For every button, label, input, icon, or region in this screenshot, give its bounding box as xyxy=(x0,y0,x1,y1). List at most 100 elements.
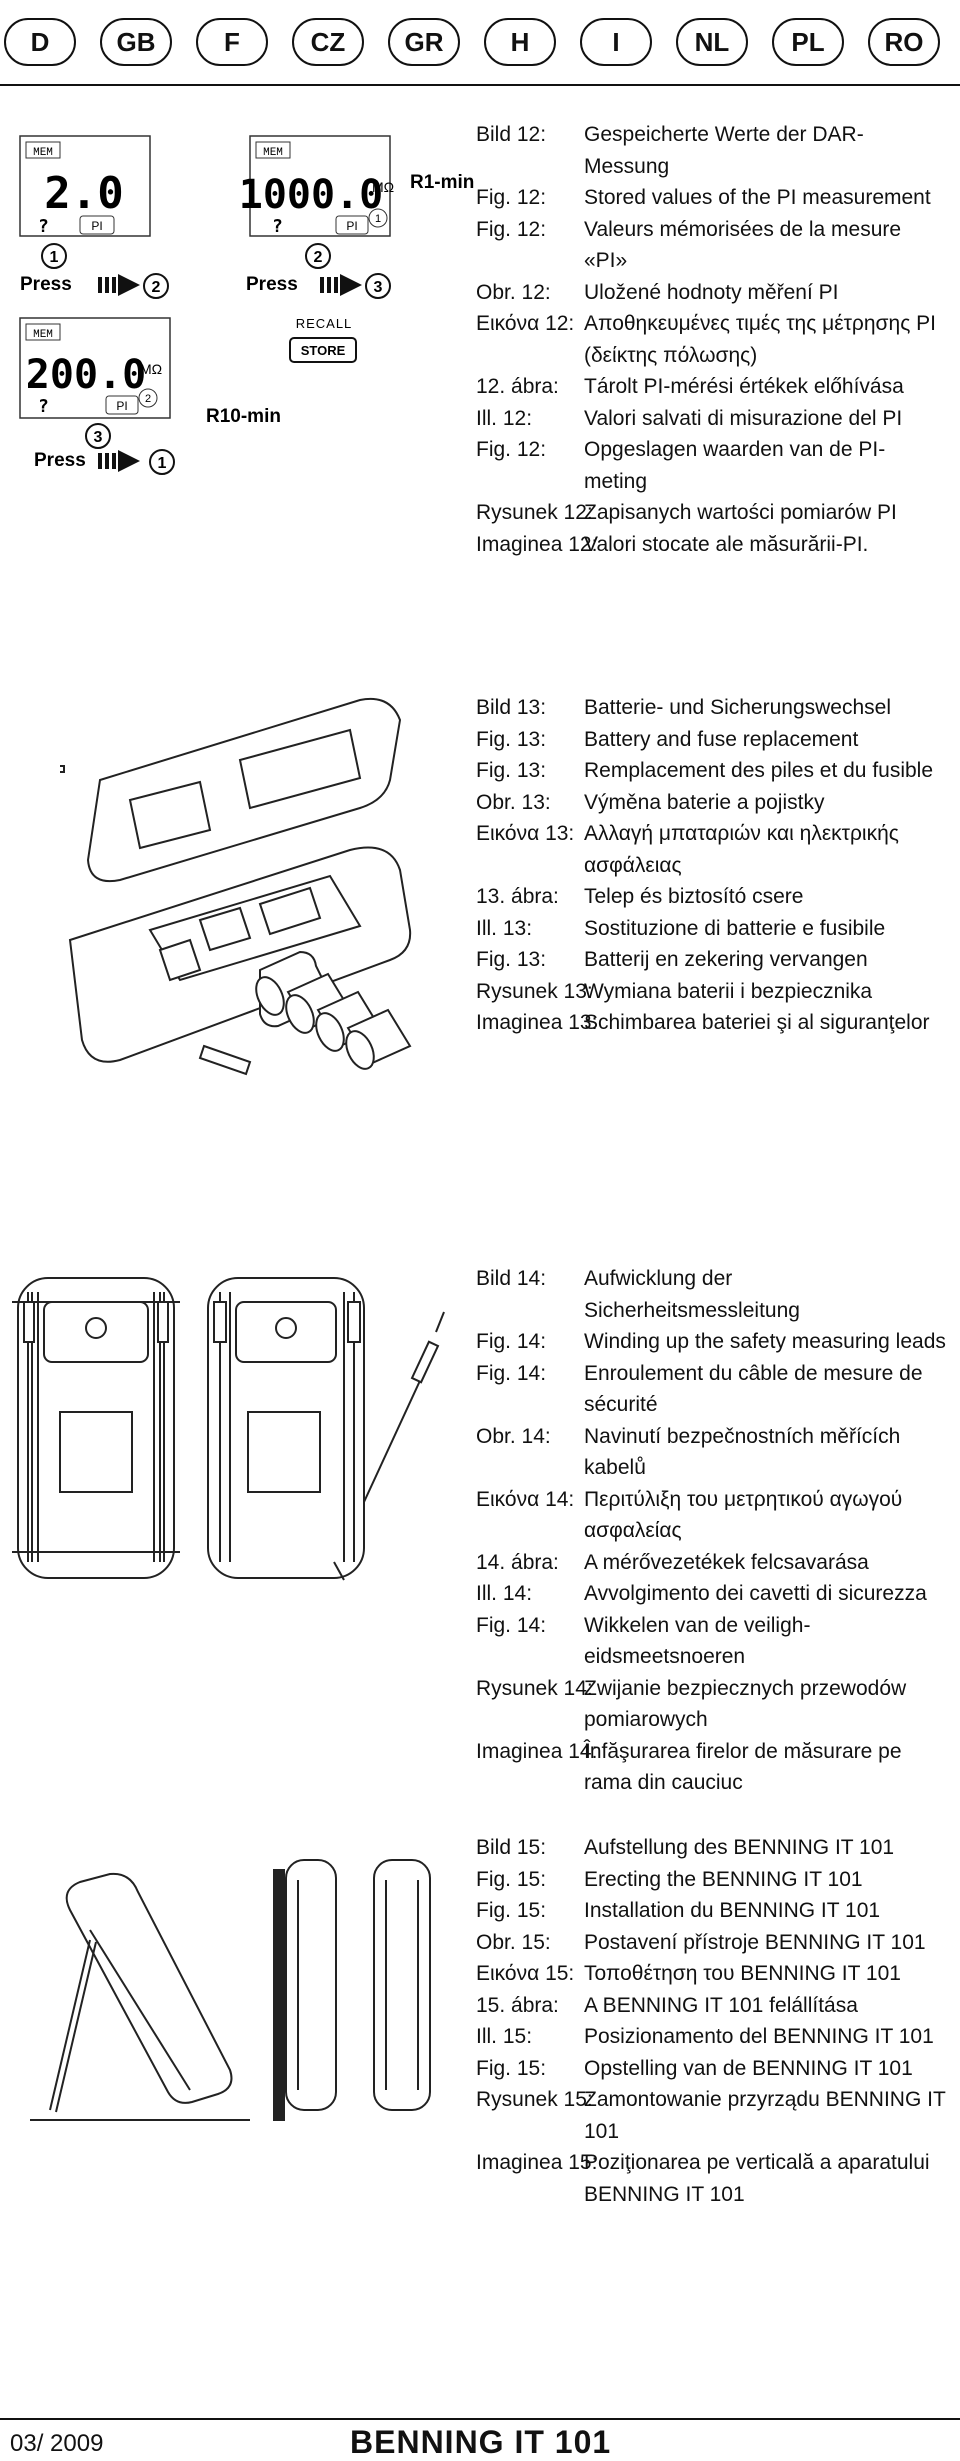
lcd-screen-2 xyxy=(249,135,391,237)
svg-text:?: ? xyxy=(38,216,49,237)
caption-row: Imaginea 15:Poziţionarea pe verticală a … xyxy=(476,2151,930,2206)
mem-label-3: MEM xyxy=(33,329,53,341)
lcd-value-3: 200.0 xyxy=(26,352,146,398)
press-arrow-1 xyxy=(98,274,140,296)
step-number-2b: 2 xyxy=(314,249,323,266)
tab-f[interactable]: F xyxy=(196,18,268,66)
step-number-3b: 3 xyxy=(94,429,103,446)
caption-row: Εικόνα 13:Αλλαγή μπαταριών και ηλεκτρική… xyxy=(476,822,899,877)
footer-rule xyxy=(0,2418,960,2420)
caption-row: Obr. 13:Výměna baterie a pojistky xyxy=(476,790,825,814)
mem-label-1: MEM xyxy=(33,147,53,159)
caption-row: Fig. 14:Winding up the safety measuring … xyxy=(476,1330,946,1353)
figure-15-illustration xyxy=(30,1859,431,2121)
pi-label-3: PI xyxy=(116,399,127,413)
fuse xyxy=(198,1044,252,1076)
svg-text:1: 1 xyxy=(375,213,381,225)
screw xyxy=(60,765,65,773)
header-rule xyxy=(0,84,960,86)
caption-row: Rysunek 13:Wymiana baterii i bezpiecznik… xyxy=(476,979,873,1003)
caption-row: Bild 12:Gespeicherte Werte der DAR-Messu… xyxy=(476,123,864,178)
caption-row: Fig. 12:Valeurs mémorisées de la mesure … xyxy=(476,217,902,273)
caption-row: Εικόνα 14:Περιτύλιξη του μετρητικού αγωγ… xyxy=(476,1487,903,1543)
caption-row: Rysunek 14:Zwijanie bezpiecznych przewod… xyxy=(476,1676,907,1732)
caption-row: Bild 14:Aufwicklung der Sicherheitsmessl… xyxy=(476,1267,800,1322)
caption-row: 12. ábra:Tárolt PI-mérési értékek előhív… xyxy=(476,375,904,398)
tab-d[interactable]: D xyxy=(4,18,76,66)
figure-13-caption: Bild 13:Batterie- und Sicherungswechsel … xyxy=(476,692,946,1039)
tab-i[interactable]: I xyxy=(580,18,652,66)
caption-row: Fig. 13:Batterij en zekering vervangen xyxy=(476,948,868,971)
meter-upright-with-rod xyxy=(273,1859,337,2121)
caption-row: Fig. 15:Erecting the BENNING IT 101 xyxy=(476,1867,863,1891)
caption-row: Imaginea 14:Înfăşurarea firelor de măsur… xyxy=(476,1739,902,1795)
caption-row: 14. ábra:A mérővezetékek felcsavarása xyxy=(476,1550,869,1574)
caption-row: Fig. 15:Installation du BENNING IT 101 xyxy=(476,1899,881,1922)
press-label-1: Press xyxy=(20,274,72,295)
lcd-screen-3 xyxy=(19,317,171,419)
caption-row: Rysunek 15:Zamontowanie przyrządu BENNIN… xyxy=(476,2088,946,2143)
pi-label-1: PI xyxy=(91,219,102,233)
figure-12-illustration: MEM 2.0 ? PI MEM 1000.0 MΩ ? PI 1 R1-min… xyxy=(19,135,474,475)
caption-row: Ill. 15:Posizionamento del BENNING IT 10… xyxy=(476,2025,934,2048)
meter-with-wound-leads xyxy=(12,1277,180,1579)
caption-row: Fig. 12:Opgeslagen waarden van de PI-met… xyxy=(476,438,886,493)
tab-cz[interactable]: CZ xyxy=(292,18,364,66)
meter-on-stand xyxy=(30,1872,250,2121)
press-arrow-3 xyxy=(98,450,140,472)
step-number-3a: 3 xyxy=(374,279,383,296)
lcd-value-2: 1000.0 xyxy=(239,172,384,218)
mem-box xyxy=(25,141,61,159)
caption-row: Bild 13:Batterie- und Sicherungswechsel xyxy=(476,696,892,719)
caption-row: Ill. 12:Valori salvati di misurazione de… xyxy=(476,406,903,430)
caption-row: Obr. 14:Navinutí bezpečnostních měřících… xyxy=(476,1424,901,1480)
caption-row: Εικόνα 15:Τοποθέτηση του BENNING IT 101 xyxy=(476,1962,901,1985)
press-arrow-2 xyxy=(320,274,362,296)
caption-row: Εικόνα 12:Αποθηκευμένες τιμές της μέτρησ… xyxy=(476,312,936,367)
caption-row: Imaginea 12:Valori stocate ale măsurării… xyxy=(476,532,869,556)
caption-row: Fig. 13:Battery and fuse replacement xyxy=(476,727,859,751)
step-number-2a: 2 xyxy=(152,279,161,296)
tab-h[interactable]: H xyxy=(484,18,556,66)
svg-text:?: ? xyxy=(38,396,49,417)
footer-date: 03/ 2009 xyxy=(10,2430,104,2457)
caption-row: Fig. 13:Remplacement des piles et du fus… xyxy=(476,759,934,782)
meter-with-probe xyxy=(207,1277,445,1581)
caption-row: Fig. 12:Stored values of the PI measurem… xyxy=(476,186,931,209)
tab-pl[interactable]: PL xyxy=(772,18,844,66)
caption-row: 15. ábra:A BENNING IT 101 felállítása xyxy=(476,1993,858,2017)
caption-row: 13. ábra:Telep és biztosító csere xyxy=(476,885,804,908)
caption-row: Imaginea 13:Schimbarea bateriei şi al si… xyxy=(476,1011,930,1034)
r10-min-label: R10-min xyxy=(206,406,281,427)
tab-ro[interactable]: RO xyxy=(868,18,940,66)
caption-row: Fig. 15:Opstelling van de BENNING IT 101 xyxy=(476,2056,913,2080)
store-button xyxy=(289,337,357,363)
caption-row: Rysunek 12:Zapisanych wartości pomiarów … xyxy=(476,501,897,524)
mem-label-2: MEM xyxy=(263,147,283,159)
press-label-3: Press xyxy=(34,450,86,471)
lcd-value-1: 2.0 xyxy=(44,168,123,219)
caption-row: Bild 15:Aufstellung des BENNING IT 101 xyxy=(476,1836,895,1859)
caption-row: Obr. 12:Uložené hodnoty měření PI xyxy=(476,280,839,304)
meter-upright xyxy=(373,1859,431,2111)
figure-15-caption: Bild 15:Aufstellung des BENNING IT 101 F… xyxy=(476,1832,946,2210)
tab-gr[interactable]: GR xyxy=(388,18,460,66)
lcd-screen-1 xyxy=(19,135,151,237)
footer-product: BENNING IT 101 xyxy=(350,2424,612,2460)
tab-gb[interactable]: GB xyxy=(100,18,172,66)
svg-text:2: 2 xyxy=(145,393,151,405)
press-label-2: Press xyxy=(246,274,298,295)
step-number-1b: 1 xyxy=(158,455,167,472)
caption-row: Ill. 14:Avvolgimento dei cavetti di sicu… xyxy=(476,1582,927,1605)
step-number-1: 1 xyxy=(50,249,59,266)
caption-row: Obr. 15:Postavení přístroje BENNING IT 1… xyxy=(476,1930,926,1954)
tab-nl[interactable]: NL xyxy=(676,18,748,66)
lcd-unit-3: MΩ xyxy=(140,361,162,377)
r1-min-label: R1-min xyxy=(410,172,474,193)
figure-12-caption: Bild 12:Gespeicherte Werte der DAR-Messu… xyxy=(476,119,946,560)
pi-label-2: PI xyxy=(346,219,357,233)
language-tabs: D GB F CZ GR H I NL PL RO xyxy=(0,0,960,84)
figure-13-illustration xyxy=(60,698,412,1076)
batteries xyxy=(255,950,412,1070)
recall-label: RECALL xyxy=(296,316,353,331)
